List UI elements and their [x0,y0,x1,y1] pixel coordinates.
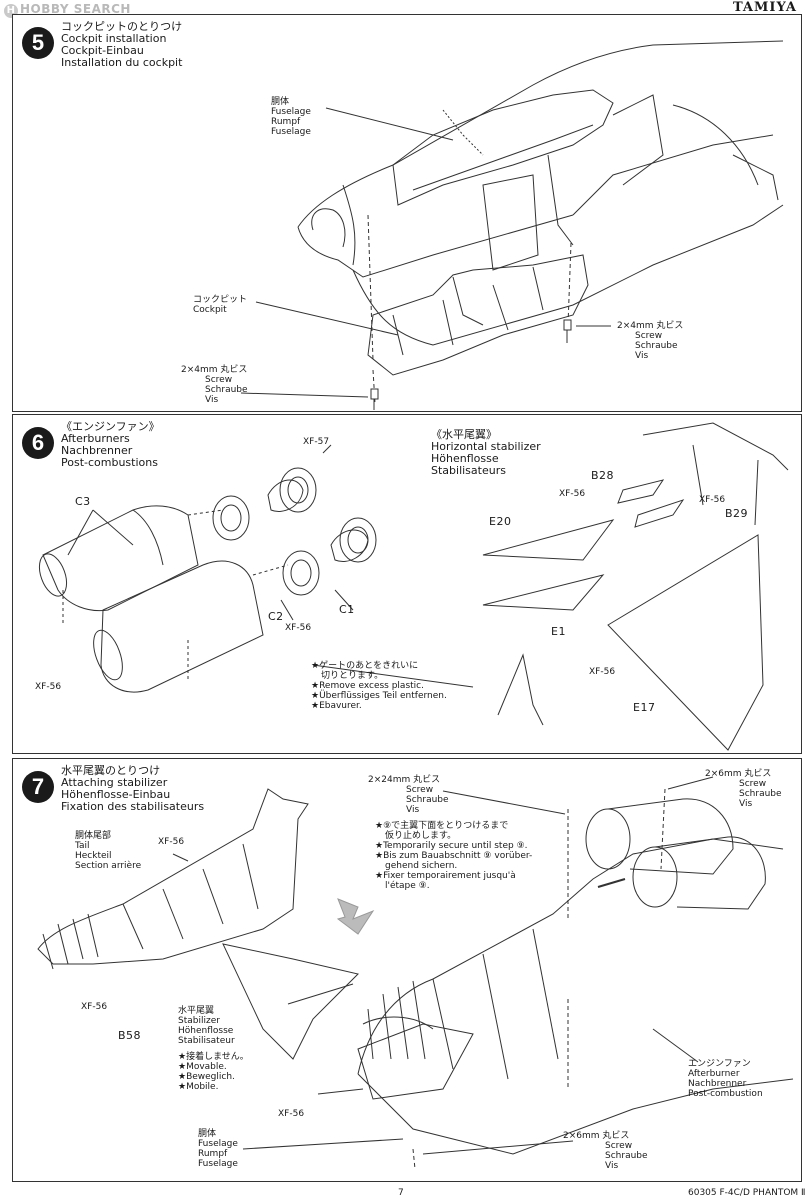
gate-note: ★ゲートのあとをきれいに 切りとります。 ★Remove excess plas… [311,661,447,711]
part-c2: C2 [268,610,284,623]
step-number-7: 7 [22,771,54,803]
afterburner-stabilizer-drawing [38,422,789,751]
paint-xf56-tail: XF-56 [158,837,185,847]
paint-xf57: XF-57 [303,437,330,447]
page-number: 7 [398,1188,404,1198]
part-b58: B58 [118,1029,142,1042]
cockpit-installation-drawing [240,40,784,410]
part-e17: E17 [633,701,656,714]
paint-xf56-engine: XF-56 [285,623,312,633]
temporary-note: ★⑨で主翼下面をとりつけるまで 仮り止めします。 ★Temporarily se… [375,821,533,891]
screw-label-left: 2×4mm 丸ビス Screw Schraube Vis [181,365,248,405]
screw-24mm-label: 2×24mm 丸ビス Screw Schraube Vis [368,775,449,815]
screw-6mm-bottom-label: 2×6mm 丸ビス Screw Schraube Vis [563,1131,648,1171]
step-number-5: 5 [22,27,54,59]
paint-xf56-stab-left: XF-56 [559,489,586,499]
brand-logo: TAMIYA [732,0,797,15]
part-e1: E1 [551,625,566,638]
part-c1: C1 [339,603,355,616]
movable-note: ★接着しません。★Movable.★Beweglich.★Mobile. [178,1052,249,1092]
paint-xf56-stab-bottom: XF-56 [589,667,616,677]
stabilizer-attachment-drawing [37,776,794,1170]
step-number-6: 6 [22,427,54,459]
screw-6mm-top-label: 2×6mm 丸ビス Screw Schraube Vis [705,769,782,809]
part-c3: C3 [75,495,91,508]
paint-xf56-stab-right: XF-56 [699,495,726,505]
part-e20: E20 [489,515,512,528]
part-b29: B29 [725,507,749,520]
part-b28: B28 [591,469,615,482]
screw-label-right: 2×4mm 丸ビス Screw Schraube Vis [617,321,684,361]
paint-xf56-b58: XF-56 [81,1002,108,1012]
model-name: 60305 F-4C/D PHANTOM Ⅱ [688,1188,805,1198]
paint-xf56-stab: XF-56 [278,1109,305,1119]
paint-xf56-left: XF-56 [35,682,62,692]
